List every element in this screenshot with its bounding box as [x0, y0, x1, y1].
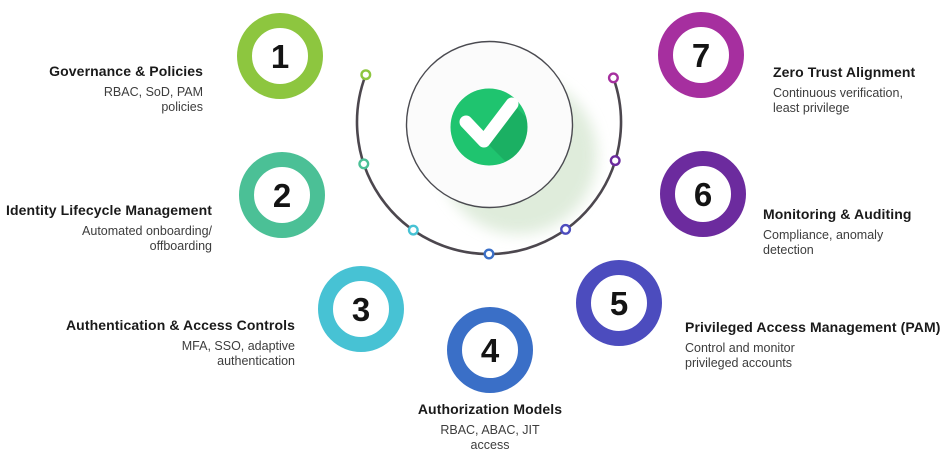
item-5-title: Privileged Access Management (PAM) [685, 319, 941, 335]
item-5-subtitle: Control and monitor privileged accounts [685, 341, 795, 370]
arc-node-4 [483, 248, 495, 260]
item-3-text: Authentication & Access Controls MFA, SS… [35, 317, 295, 369]
item-5-number-badge: 5 [576, 260, 662, 346]
item-1-subtitle: RBAC, SoD, PAM policies [103, 85, 203, 114]
center-disc-shadow [439, 76, 597, 234]
item-2-text: Identity Lifecycle Management Automated … [0, 202, 212, 254]
center-disc [405, 40, 574, 209]
item-6-title: Monitoring & Auditing [763, 206, 912, 222]
arc-node-7 [607, 72, 619, 84]
item-3-subtitle: MFA, SSO, adaptive authentication [181, 339, 295, 368]
item-4-number-badge: 4 [447, 307, 533, 393]
item-2-title: Identity Lifecycle Management [6, 202, 212, 218]
item-5-text: Privileged Access Management (PAM) Contr… [685, 319, 949, 371]
item-1-number: 1 [270, 37, 290, 75]
item-2-number-badge: 2 [239, 152, 325, 238]
item-5-number: 5 [609, 284, 629, 322]
item-6-subtitle: Compliance, anomaly detection [763, 228, 884, 257]
item-1-title: Governance & Policies [49, 63, 203, 79]
item-6-number: 6 [693, 175, 713, 213]
item-6-number-badge: 6 [660, 151, 746, 237]
checkmark-badge [450, 88, 528, 166]
item-4-text: Authorization Models RBAC, ABAC, JIT acc… [370, 401, 610, 453]
item-1-number-badge: 1 [237, 13, 323, 99]
item-3-number-badge: 3 [318, 266, 404, 352]
item-2-number: 2 [272, 176, 292, 214]
arc-node-6 [609, 155, 621, 167]
checkmark-icon [459, 97, 519, 148]
item-7-text: Zero Trust Alignment Continuous verifica… [773, 64, 949, 116]
item-1-text: Governance & Policies RBAC, SoD, PAM pol… [0, 63, 203, 115]
item-7-number: 7 [691, 36, 711, 74]
item-7-subtitle: Continuous verification, least privilege [773, 86, 903, 115]
arc-node-3 [407, 224, 419, 236]
item-3-number: 3 [351, 290, 371, 328]
arc-node-5 [560, 223, 572, 235]
item-7-title: Zero Trust Alignment [773, 64, 916, 80]
item-6-text: Monitoring & Auditing Compliance, anomal… [763, 206, 949, 258]
checkmark-long-shadow [484, 103, 528, 166]
orbit-arc [355, 74, 623, 256]
item-2-subtitle: Automated onboarding/ offboarding [82, 224, 212, 253]
arc-node-1 [360, 69, 372, 81]
arc-node-2 [358, 158, 370, 170]
item-4-title: Authorization Models [417, 401, 563, 417]
item-7-number-badge: 7 [658, 12, 744, 98]
item-3-title: Authentication & Access Controls [65, 317, 295, 333]
item-4-subtitle: RBAC, ABAC, JIT access [440, 423, 540, 452]
item-4-number: 4 [480, 331, 500, 369]
